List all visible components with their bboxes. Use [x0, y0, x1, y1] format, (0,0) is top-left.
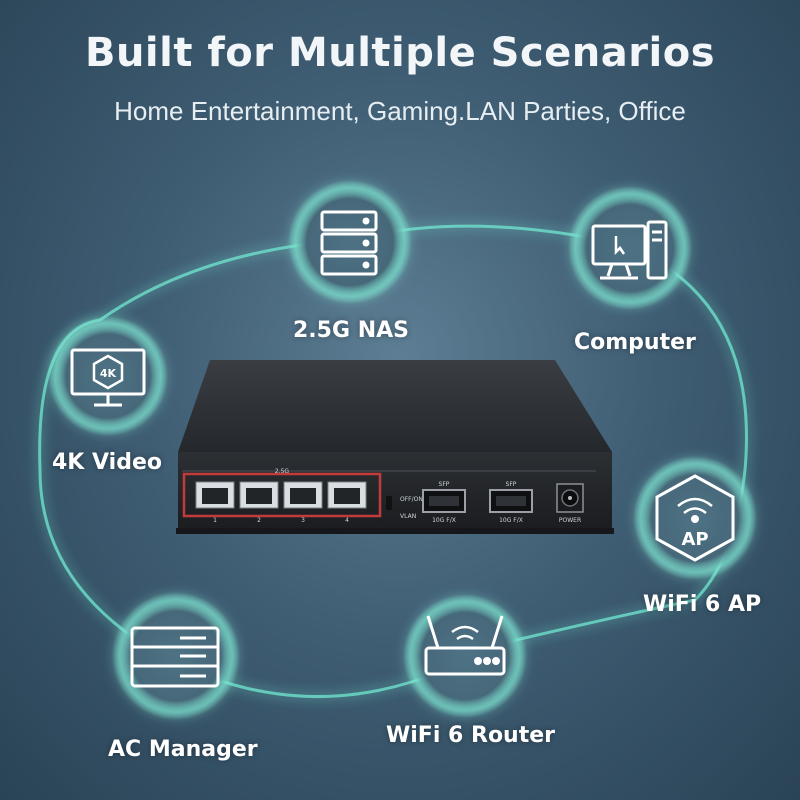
- port-group-label: 2.5G: [275, 468, 290, 475]
- 4k-monitor-icon: [70, 348, 146, 407]
- wifi-router-icon: [424, 615, 506, 676]
- page-subtitle: Home Entertainment, Gaming.LAN Parties, …: [114, 96, 686, 126]
- node-ac: [112, 592, 240, 720]
- vlan-switch-label-top: OFF/ON: [400, 496, 423, 503]
- port-number-3: 3: [301, 517, 305, 524]
- sfp-2-top-label: SFP: [506, 481, 517, 488]
- node-label-ac: AC Manager: [108, 737, 258, 762]
- desktop-computer-icon: [591, 220, 668, 280]
- node-label-ap: WiFi 6 AP: [643, 592, 762, 617]
- port-number-2: 2: [257, 517, 261, 524]
- node-label-video: 4K Video: [52, 450, 162, 475]
- node-label-nas: 2.5G NAS: [293, 318, 409, 343]
- port-number-1: 1: [213, 517, 217, 524]
- node-router: [403, 594, 527, 718]
- power-label: POWER: [559, 517, 581, 524]
- sfp-2-bottom-label: 10G F/X: [499, 517, 523, 524]
- page-title: Built for Multiple Scenarios: [84, 30, 716, 76]
- access-point-icon: [655, 474, 735, 562]
- ap-icon-text: AP: [681, 529, 708, 550]
- network-switch: 2.5G 1 2 3 4 OFF/ON VLAN SFP 10G F/X SFP…: [176, 360, 614, 534]
- node-ap: AP: [633, 456, 757, 580]
- rj45-port-group: [182, 472, 382, 518]
- node-video: 4K: [48, 316, 168, 436]
- node-computer: [568, 186, 692, 310]
- server-rack-icon: [320, 210, 378, 276]
- node-nas: [288, 180, 412, 304]
- 4k-icon-text: 4K: [100, 367, 117, 380]
- vlan-toggle[interactable]: [386, 496, 392, 510]
- vlan-switch-label-bottom: VLAN: [400, 513, 416, 520]
- sfp-1-bottom-label: 10G F/X: [432, 517, 456, 524]
- node-label-computer: Computer: [574, 330, 696, 355]
- node-label-router: WiFi 6 Router: [386, 723, 556, 748]
- ac-controller-icon: [130, 626, 220, 688]
- sfp-1-top-label: SFP: [439, 481, 450, 488]
- port-number-4: 4: [345, 517, 349, 524]
